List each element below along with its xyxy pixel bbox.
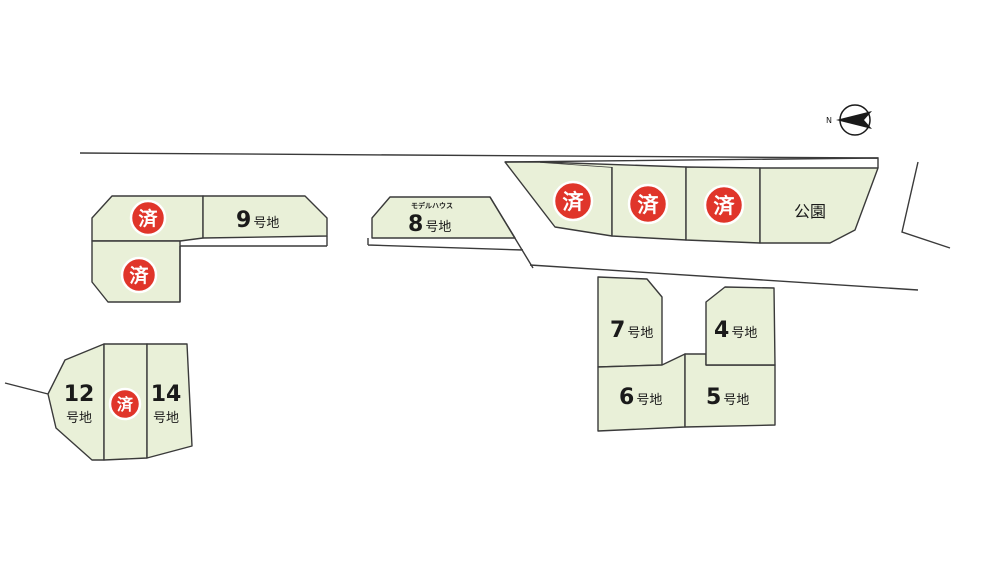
block-top-right-outline — [504, 157, 879, 168]
sold-badge: 済 — [627, 183, 669, 225]
block-lower-left — [47, 343, 193, 461]
sold-badge: 済 — [703, 184, 745, 226]
sold-badge-label: 済 — [563, 190, 585, 214]
sold-badge-label: 済 — [638, 193, 660, 217]
sold-badge-label: 済 — [129, 264, 149, 287]
road-line-middle — [529, 264, 919, 291]
lot-8-group — [367, 196, 534, 269]
lot-8-side — [367, 196, 534, 269]
lot-7[interactable] — [597, 276, 663, 368]
lot-4[interactable] — [705, 286, 776, 366]
sold-badge-label: 済 — [138, 207, 158, 230]
park-lot[interactable] — [759, 167, 879, 244]
road-line-top — [79, 152, 879, 159]
lot-number: 4 — [714, 318, 729, 343]
sold-badge-label: 済 — [117, 395, 134, 414]
sold-badge: 済 — [552, 180, 594, 222]
lot-suffix: 号地 — [425, 220, 451, 235]
lot-number: 6 — [619, 385, 634, 410]
lot-suffix: 号地 — [723, 393, 749, 408]
sold-badge: 済 — [129, 199, 167, 237]
lot-number: 8 — [408, 212, 423, 237]
road-line-left — [4, 382, 49, 395]
block-lower-right — [597, 276, 776, 432]
lot-suffix: 号地 — [731, 326, 757, 341]
lot-suffix: 号地 — [627, 326, 653, 341]
lot-number: 5 — [706, 385, 721, 410]
lot-suffix: 号地 — [636, 393, 662, 408]
road-line-right — [901, 161, 951, 249]
lot-12-suffix: 号地 — [66, 411, 92, 426]
lot-number: 7 — [610, 318, 625, 343]
block-upper-left-road — [179, 236, 328, 302]
compass: N — [826, 104, 872, 136]
compass-north-label: N — [826, 116, 832, 125]
sold-badge: 済 — [120, 256, 158, 294]
park-label: 公園 — [794, 202, 826, 221]
lot-14-suffix: 号地 — [153, 411, 179, 426]
model-house-label: モデルハウス — [411, 201, 453, 210]
lot-number: 9 — [236, 208, 251, 233]
block-upper-left — [91, 195, 328, 303]
compass-arrow-icon — [836, 111, 872, 129]
lot-9[interactable] — [202, 195, 328, 239]
lot-14-number: 14 — [151, 382, 182, 407]
lot-12-number: 12 — [64, 382, 95, 407]
lot-suffix: 号地 — [253, 216, 279, 231]
sold-badge: 済 — [108, 387, 142, 421]
sold-badge-label: 済 — [714, 194, 736, 218]
lot-14[interactable] — [146, 343, 193, 459]
